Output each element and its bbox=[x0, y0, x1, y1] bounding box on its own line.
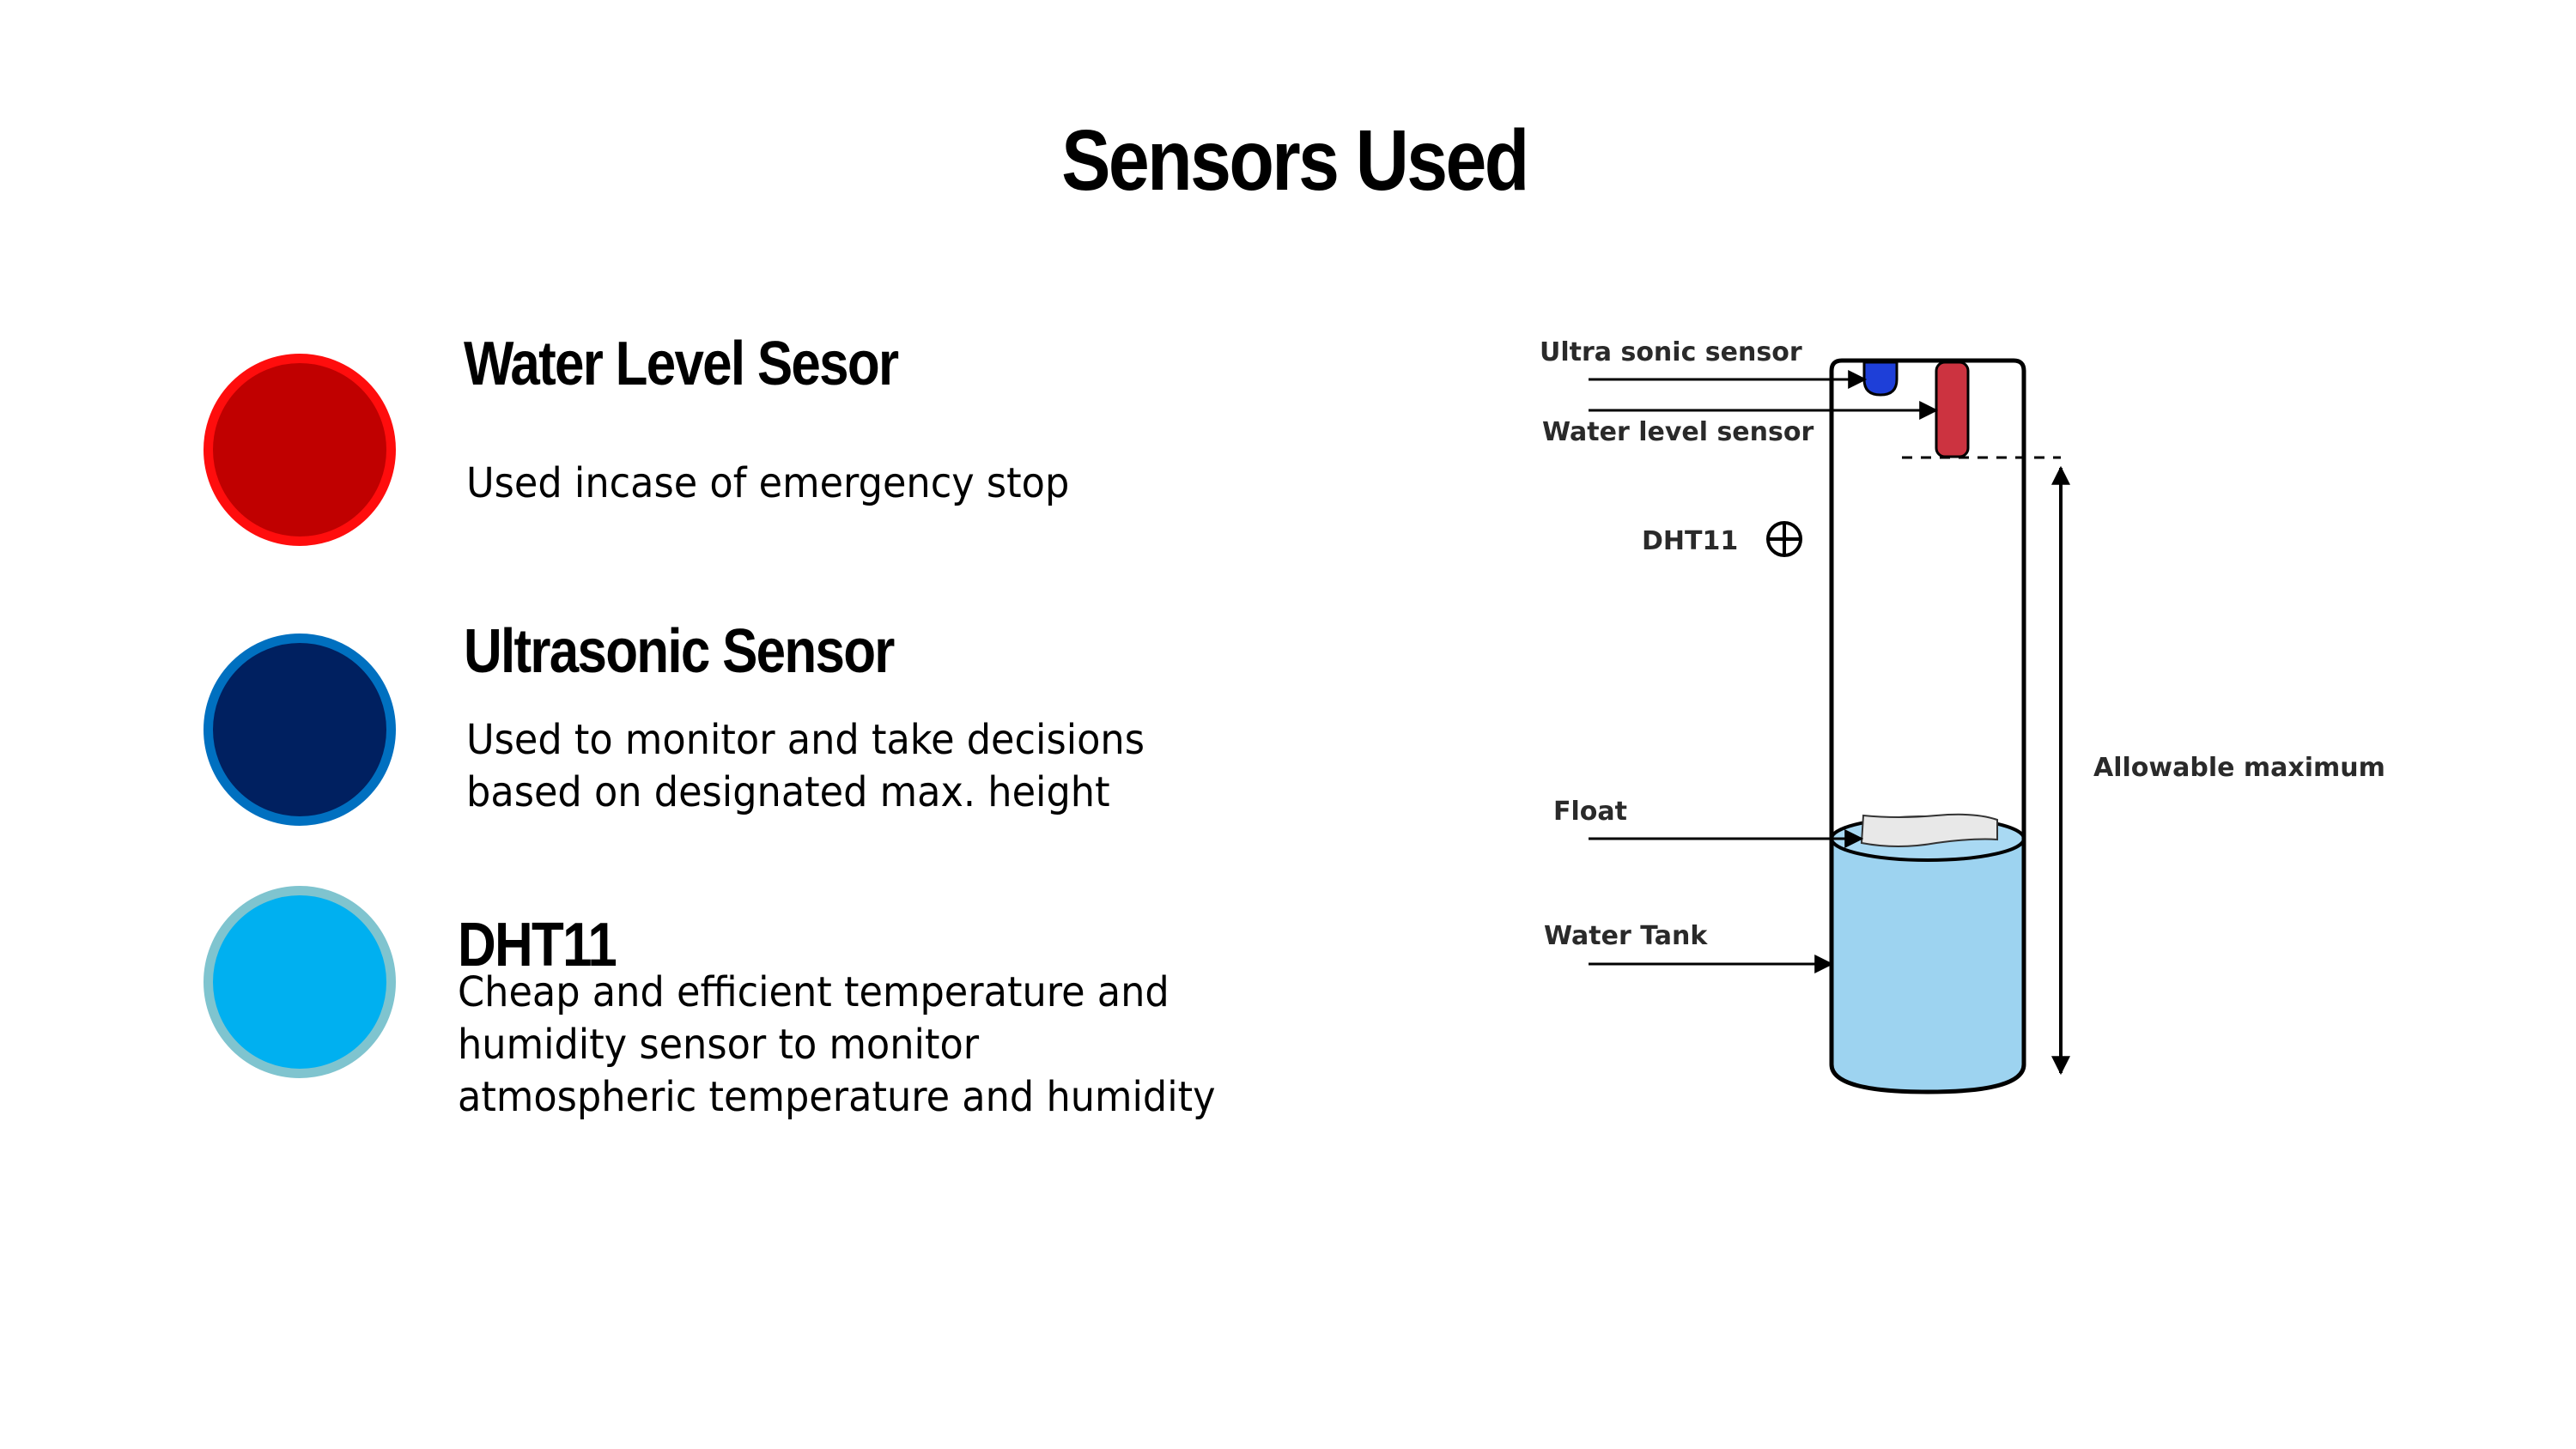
dht11-label: DHT11 bbox=[1642, 526, 1738, 556]
allowable-max-label: Allowable maximum bbox=[2093, 753, 2385, 783]
water-level-sensor-icon bbox=[1935, 361, 1970, 458]
tank-outline bbox=[1829, 358, 2026, 1094]
dht11-description: Cheap and efficient temperature and humi… bbox=[458, 967, 1216, 1124]
water-tank-label: Water Tank bbox=[1544, 921, 1708, 951]
dht11-desc-line: atmospheric temperature and humidity bbox=[458, 1073, 1216, 1121]
water-level-desc-line: Used incase of emergency stop bbox=[466, 459, 1070, 507]
ultrasonic-desc-line: Used to monitor and take decisions bbox=[466, 716, 1145, 764]
ultrasonic-heading: Ultrasonic Sensor bbox=[464, 617, 895, 686]
dht11-icon bbox=[1766, 521, 1802, 557]
ultrasonic-bullet-icon bbox=[204, 634, 396, 826]
float-icon bbox=[1860, 813, 1998, 847]
ultrasonic-sensor-icon bbox=[1862, 361, 1899, 397]
ultrasonic-label: Ultra sonic sensor bbox=[1540, 337, 1802, 367]
ultrasonic-description: Used to monitor and take decisions based… bbox=[466, 714, 1145, 819]
water-level-description: Used incase of emergency stop bbox=[466, 458, 1069, 510]
water-level-bullet-icon bbox=[204, 354, 396, 546]
float-label: Float bbox=[1553, 797, 1627, 827]
water-level-heading: Water Level Sesor bbox=[464, 330, 899, 398]
dht11-desc-line: Cheap and efficient temperature and bbox=[458, 968, 1170, 1016]
dht11-heading: DHT11 bbox=[458, 911, 617, 979]
water-tank-diagram: Ultra sonic sensor Water level sensor DH… bbox=[1540, 337, 2385, 1094]
dht11-bullet-icon bbox=[204, 886, 396, 1078]
dht11-desc-line: humidity sensor to monitor bbox=[458, 1021, 980, 1069]
slide-title: Sensors Used bbox=[1061, 112, 1529, 209]
ultrasonic-desc-line: based on designated max. height bbox=[466, 768, 1110, 816]
water-fill bbox=[1832, 839, 2024, 1092]
water-level-label: Water level sensor bbox=[1542, 417, 1814, 447]
